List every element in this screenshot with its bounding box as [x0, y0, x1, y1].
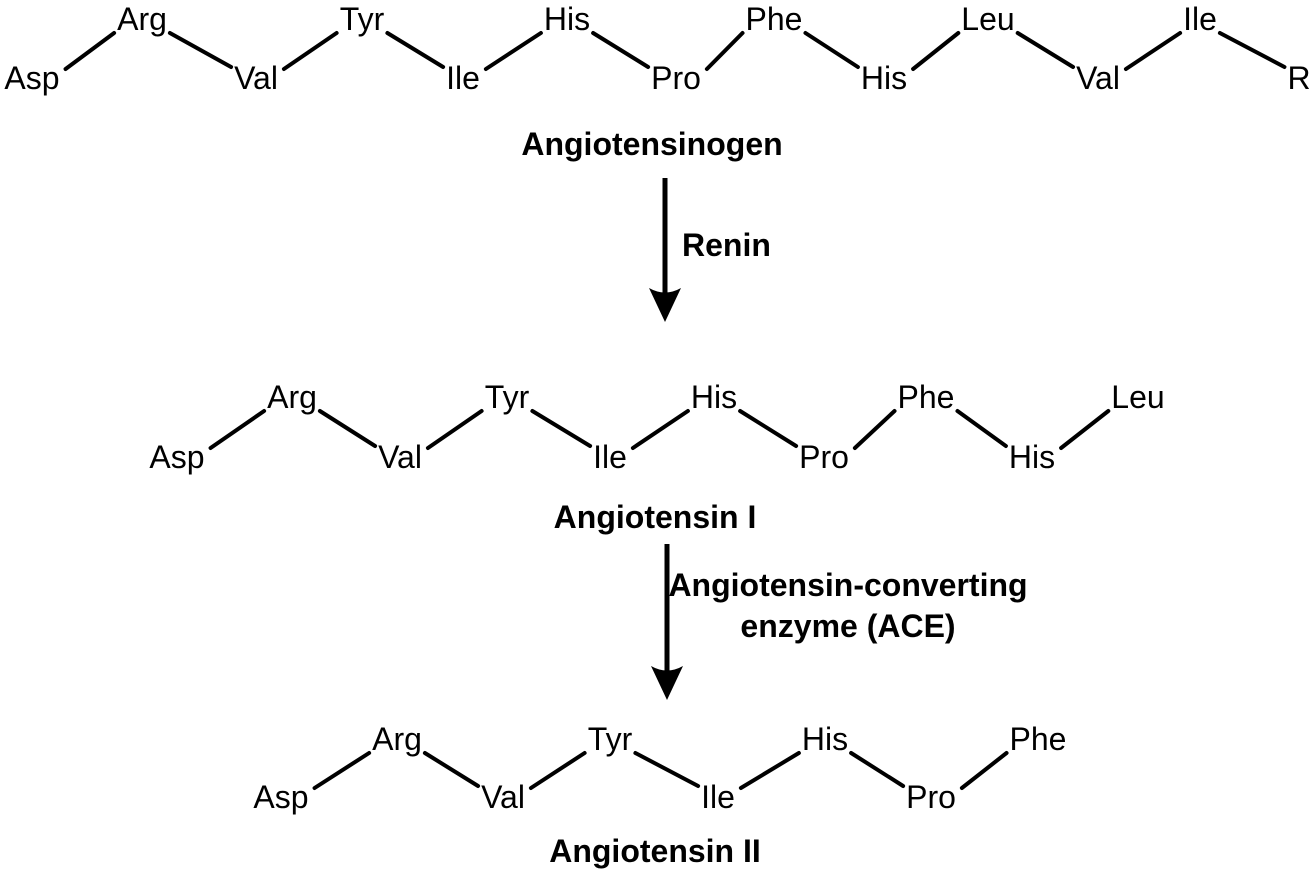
peptide-bond-line: [530, 409, 593, 448]
peptide-bond-line: [422, 751, 481, 788]
residue-label: His: [1009, 439, 1055, 475]
peptide-bond-line: [630, 409, 690, 450]
enzyme-label: enzyme (ACE): [740, 608, 955, 644]
residue-label: His: [544, 1, 590, 37]
residue-label: His: [691, 379, 737, 415]
peptide-bond-line: [385, 31, 446, 69]
residue-label: Asp: [4, 60, 59, 96]
residue-label: Tyr: [340, 1, 385, 37]
residue-label: Val: [481, 779, 525, 815]
peptide-bond-line: [425, 409, 484, 450]
peptide-bond-line: [208, 409, 267, 450]
residue-label: Phe: [898, 379, 955, 415]
residue-label: Pro: [906, 779, 956, 815]
residue-label: R: [1287, 60, 1310, 96]
peptide-bond-line: [911, 31, 961, 71]
peptide-bond-line: [63, 31, 117, 71]
residue-label: Tyr: [485, 379, 530, 415]
peptide-bond-line: [849, 751, 906, 788]
peptide-bond-line: [1015, 31, 1076, 69]
peptide-bond-line: [312, 751, 372, 790]
peptide-bond-line: [591, 31, 651, 69]
peptide-bond-line: [852, 409, 897, 450]
residue-label: Leu: [961, 1, 1014, 37]
peptide-bond-line: [955, 409, 1008, 448]
residue-label: Pro: [799, 439, 849, 475]
residue-label: Tyr: [588, 721, 633, 757]
residue-label: Phe: [1010, 721, 1067, 757]
residue-label: Val: [234, 60, 278, 96]
residue-label: Ile: [701, 779, 735, 815]
peptide-bond-line: [959, 751, 1009, 790]
enzyme-label: Angiotensin-converting: [668, 567, 1027, 603]
peptide-bond-line: [1059, 409, 1111, 450]
chain-label: Angiotensin II: [549, 833, 761, 869]
residue-label: Leu: [1111, 379, 1164, 415]
residue-label: Ile: [593, 439, 627, 475]
residue-label: Val: [378, 439, 422, 475]
peptide-bond-line: [317, 409, 378, 448]
residue-label: Phe: [746, 1, 803, 37]
peptide-bond-line: [1123, 31, 1183, 71]
peptide-bond-line: [738, 751, 801, 790]
residue-label: Ile: [1183, 1, 1217, 37]
residue-label: Val: [1076, 60, 1120, 96]
peptide-bond-line: [167, 31, 234, 69]
chain-label: Angiotensin I: [554, 499, 757, 535]
peptide-bond-line: [528, 751, 587, 790]
peptide-bond-line: [281, 31, 339, 71]
peptide-bond-line: [738, 409, 799, 448]
peptide-bond-line: [803, 31, 860, 69]
residue-label: Arg: [117, 1, 167, 37]
residue-label: Asp: [253, 779, 308, 815]
enzyme-label: Renin: [682, 227, 771, 263]
peptide-bond-line: [483, 31, 543, 71]
residue-label: His: [861, 60, 907, 96]
residue-label: Arg: [267, 379, 317, 415]
residue-label: Arg: [372, 721, 422, 757]
residue-label: Pro: [651, 60, 701, 96]
peptide-bond-line: [1217, 31, 1287, 69]
peptide-bond-line: [633, 751, 701, 788]
reaction-arrow-head: [649, 288, 681, 322]
residue-label: Asp: [149, 439, 204, 475]
peptide-bond-line: [704, 31, 745, 71]
residue-label: His: [802, 721, 848, 757]
chain-label: Angiotensinogen: [521, 126, 782, 162]
reaction-arrow-head: [651, 666, 683, 700]
residue-label: Ile: [446, 60, 480, 96]
